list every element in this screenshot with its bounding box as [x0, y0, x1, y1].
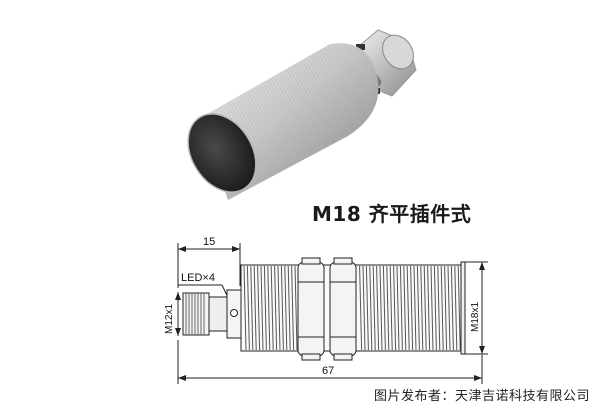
- thread-line: [291, 265, 295, 351]
- dim-label-m18: M18x1: [470, 302, 481, 332]
- thread-line: [243, 265, 247, 351]
- dim-label-15: 15: [203, 236, 215, 248]
- thread-line: [369, 265, 373, 351]
- thread-line: [410, 265, 414, 351]
- thread-line: [406, 265, 410, 351]
- thread-line: [246, 265, 250, 351]
- thread-line: [365, 265, 369, 351]
- dim-label-led: LED×4: [181, 272, 215, 284]
- thread-line: [440, 265, 444, 351]
- thread-line: [393, 265, 397, 351]
- thread-line: [389, 265, 393, 351]
- thread-line: [437, 265, 441, 351]
- hex-nut-left: [297, 257, 325, 361]
- thread-line: [376, 265, 380, 351]
- thread-line: [430, 265, 434, 351]
- thread-line: [277, 265, 281, 351]
- m12-connector: [182, 289, 242, 339]
- thread-line: [257, 265, 261, 351]
- thread-line: [359, 265, 363, 351]
- thread-line: [287, 265, 291, 351]
- hex-nut-right: [329, 257, 357, 361]
- thread-line: [403, 265, 407, 351]
- thread-line: [263, 265, 267, 351]
- thread-line: [423, 265, 427, 351]
- thread-line: [396, 265, 400, 351]
- thread-line: [280, 265, 284, 351]
- thread-line: [267, 265, 271, 351]
- thread-line: [416, 265, 420, 351]
- thread-line: [420, 265, 424, 351]
- thread-line: [284, 265, 288, 351]
- thread-line: [372, 265, 376, 351]
- thread-line: [379, 265, 383, 351]
- publisher-caption: 图片发布者：天津吉诺科技有限公司: [373, 389, 590, 404]
- thread-line: [260, 265, 264, 351]
- dim-label-m12: M12x1: [164, 304, 175, 334]
- sensing-face: [187, 113, 257, 193]
- thread-line: [413, 265, 417, 351]
- thread-line: [447, 265, 451, 351]
- thread-line: [253, 265, 257, 351]
- thread-line: [270, 265, 274, 351]
- thread-line: [250, 265, 254, 351]
- thread-line: [382, 265, 386, 351]
- thread-line: [399, 265, 403, 351]
- thread-line: [444, 265, 448, 351]
- thread-line: [386, 265, 390, 351]
- product-title: M18 齐平插件式: [312, 202, 472, 226]
- led-window: [230, 309, 238, 317]
- thread-line: [427, 265, 431, 351]
- thread-line: [454, 265, 458, 351]
- thread-line: [362, 265, 366, 351]
- thread-line: [294, 265, 298, 351]
- thread-line: [457, 265, 461, 351]
- thread-line: [450, 265, 454, 351]
- thread-line: [274, 265, 278, 351]
- thread-line: [433, 265, 437, 351]
- dim-label-67: 67: [322, 365, 334, 377]
